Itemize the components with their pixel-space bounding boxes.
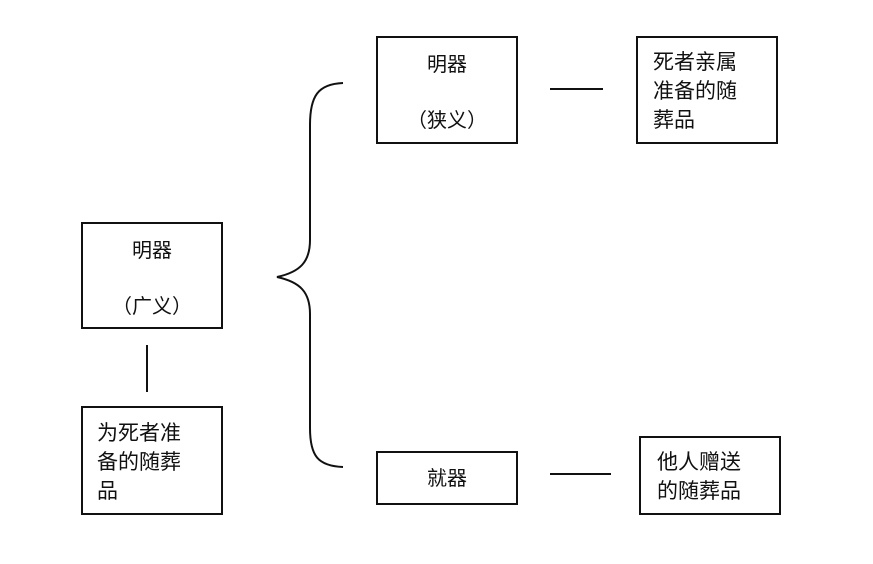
narrow-definition-box: 死者亲属 准备的随 葬品 <box>636 36 778 144</box>
broad-definition-box: 为死者准 备的随葬 品 <box>81 406 223 515</box>
jiuqi-definition-box: 他人赠送 的随葬品 <box>639 436 781 515</box>
broad-mingqi-title: 明器 <box>132 238 172 262</box>
broad-definition-text: 为死者准 备的随葬 品 <box>97 421 181 503</box>
jiuqi-definition-text: 他人赠送 的随葬品 <box>657 450 741 503</box>
curly-brace <box>276 82 344 468</box>
narrow-definition-text: 死者亲属 准备的随 葬品 <box>653 50 737 132</box>
broad-mingqi-qualifier: （广义） <box>112 294 192 318</box>
narrow-mingqi-title: 明器 <box>427 52 467 76</box>
narrow-mingqi-box: 明器 （狭义） <box>376 36 518 144</box>
narrow-mingqi-qualifier: （狭义） <box>407 108 487 132</box>
jiuqi-title: 就器 <box>427 466 467 490</box>
broad-mingqi-box: 明器 （广义） <box>81 222 223 329</box>
jiuqi-box: 就器 <box>376 451 518 505</box>
